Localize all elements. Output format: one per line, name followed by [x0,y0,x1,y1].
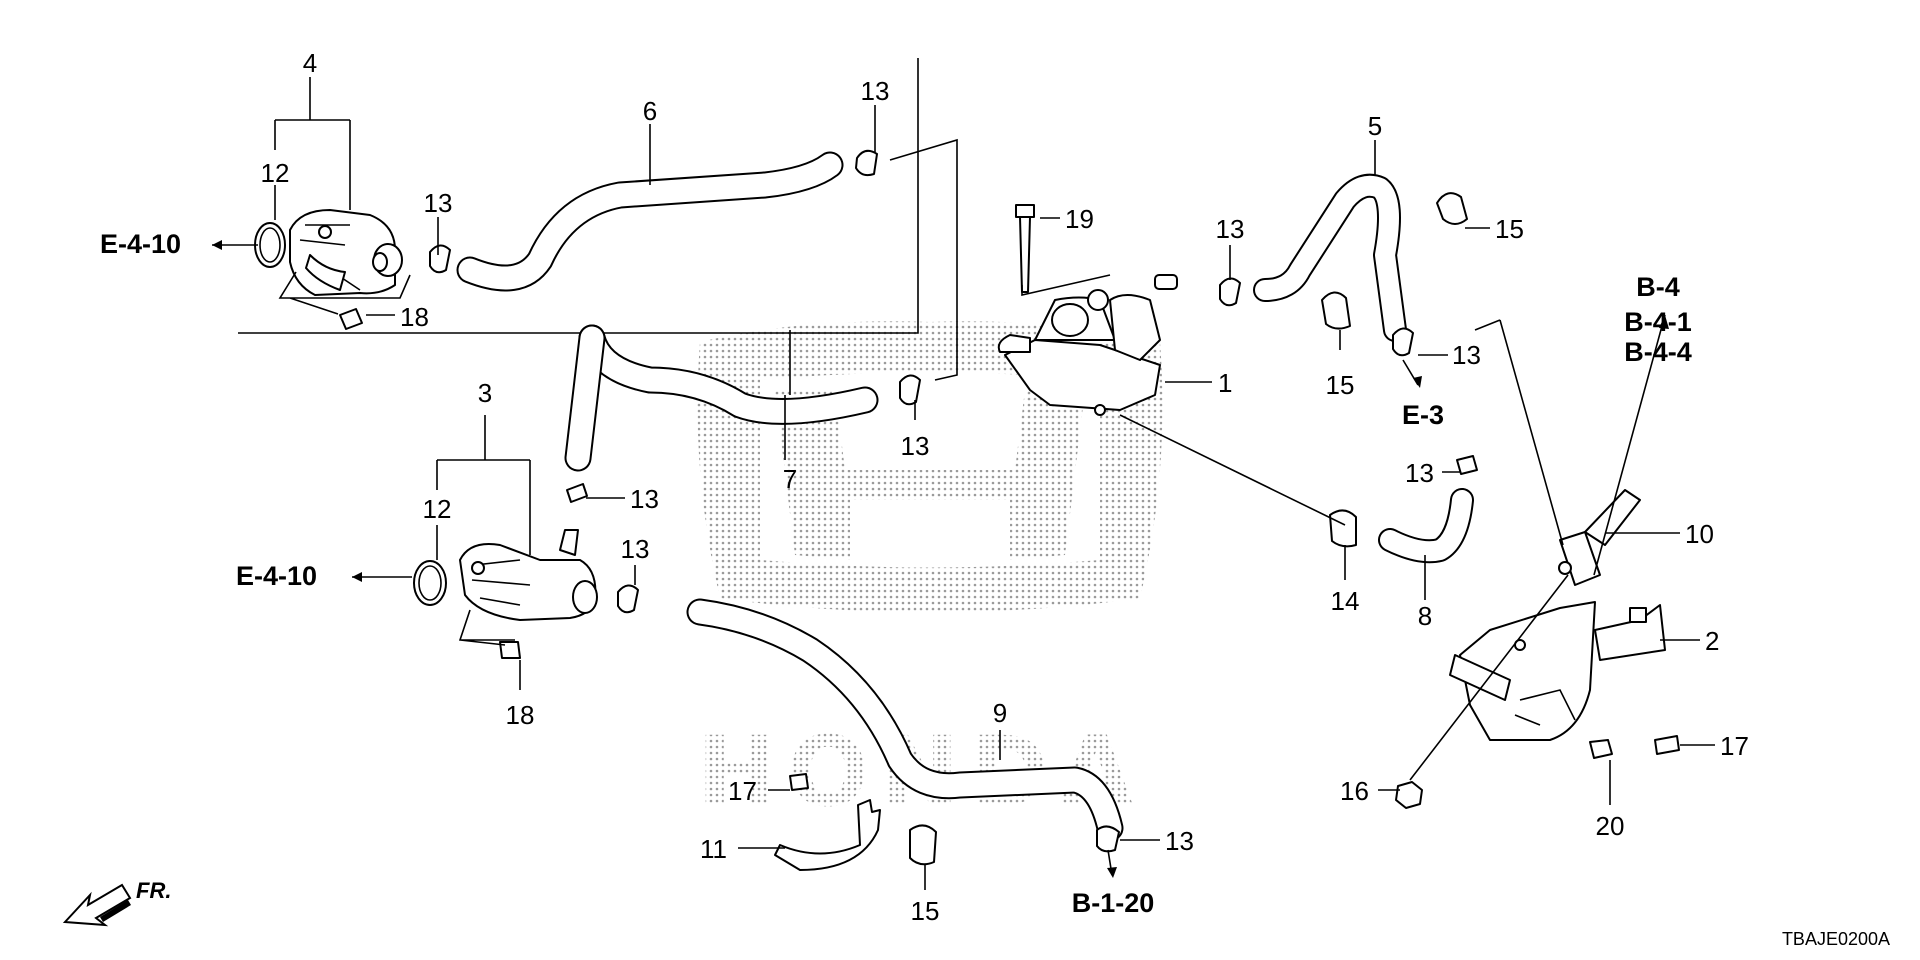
callout-11: 11 [700,834,727,864]
front-label: FR. [136,878,171,903]
ref-e-4-10-top[interactable]: E-4-10 [100,229,181,259]
callout-13-right: 13 [1452,340,1481,370]
diagram-code: TBAJE0200A [1782,929,1890,949]
callout-1: 1 [1218,368,1232,398]
ref-b-4-1[interactable]: B-4-1 [1624,307,1692,337]
callout-12-top: 12 [261,158,290,188]
callout-10: 10 [1685,519,1714,549]
callout-15-bottom: 15 [911,896,940,926]
callout-13-at-8: 13 [1405,458,1434,488]
callout-13-under-7: 13 [901,431,930,461]
callout-20: 20 [1596,811,1625,841]
callout-18-top: 18 [400,302,429,332]
reference-labels: E-4-10 E-4-10 E-3 B-4 B-4-1 B-4-4 B-1-20 [100,229,1692,918]
callout-2: 2 [1705,626,1719,656]
ref-b-4-4[interactable]: B-4-4 [1624,337,1692,367]
callout-13-top: 13 [861,76,890,106]
valve-assembly-1 [997,274,1178,416]
callout-6: 6 [643,96,657,126]
ref-e-4-10-bottom[interactable]: E-4-10 [236,561,317,591]
clip-11 [774,799,881,871]
callout-13-at-3: 13 [630,484,659,514]
hose-clamp-13c [899,374,921,406]
hose-clamp-13f [566,483,588,503]
callout-labels: 4 12 6 13 13 18 19 13 5 15 15 13 1 13 3 … [261,48,1749,926]
hose-8 [1378,488,1474,564]
callout-16: 16 [1340,776,1369,806]
callout-9: 9 [993,698,1007,728]
hose-clamp-13e [1392,327,1414,357]
callout-3: 3 [478,378,492,408]
hose-7 [564,324,879,472]
clip-14 [1329,509,1357,548]
bolt-17-right [1654,735,1680,755]
callout-19: 19 [1065,204,1094,234]
hose-clamp-13h [1456,455,1478,475]
callout-13-mid: 13 [1216,214,1245,244]
bracket-2 [1449,601,1666,741]
callout-17-bottom: 17 [728,776,757,806]
ref-b-1-20[interactable]: B-1-20 [1072,888,1155,918]
hose-5 [1253,173,1407,342]
clip-15-middle [1321,291,1351,330]
front-direction-arrow: FR. [62,878,171,927]
valve-housing-3 [459,529,598,621]
callout-17-right: 17 [1720,731,1749,761]
callout-13-lower: 13 [621,534,650,564]
callout-13-bottom: 13 [1165,826,1194,856]
callout-13-inset: 13 [424,188,453,218]
bolt-17-bottom [789,773,809,791]
clip-15-bottom [909,824,937,866]
callout-7: 7 [783,464,797,494]
bolt-18-bottom [499,641,521,659]
pipe-10 [1558,489,1641,586]
valve-housing-4 [289,209,403,296]
hose-clamp-13d [1219,277,1241,307]
bolt-20 [1589,739,1613,759]
callout-14: 14 [1331,586,1360,616]
callout-5: 5 [1368,111,1382,141]
hose-clamp-13g [617,584,639,614]
inset-border [238,58,919,334]
hose-clamp-13b [429,244,451,274]
callout-18-bottom: 18 [506,700,535,730]
hose-9 [686,598,1124,842]
clip-15-top-right [1436,192,1468,225]
nut-16 [1395,781,1423,809]
bolt-19 [1015,204,1035,293]
ref-b-4[interactable]: B-4 [1636,272,1680,302]
callout-15-middle: 15 [1326,370,1355,400]
ref-e-3[interactable]: E-3 [1402,400,1444,430]
bolt-18-top [339,308,363,330]
hose-clamp-13i [1096,825,1120,853]
callout-4: 4 [303,48,317,78]
callout-15-right: 15 [1495,214,1524,244]
callout-12-bottom: 12 [423,494,452,524]
leader-lines [212,77,1715,890]
hose-clamp-13a [855,149,878,177]
callout-8: 8 [1418,601,1432,631]
hose-6 [456,151,844,292]
